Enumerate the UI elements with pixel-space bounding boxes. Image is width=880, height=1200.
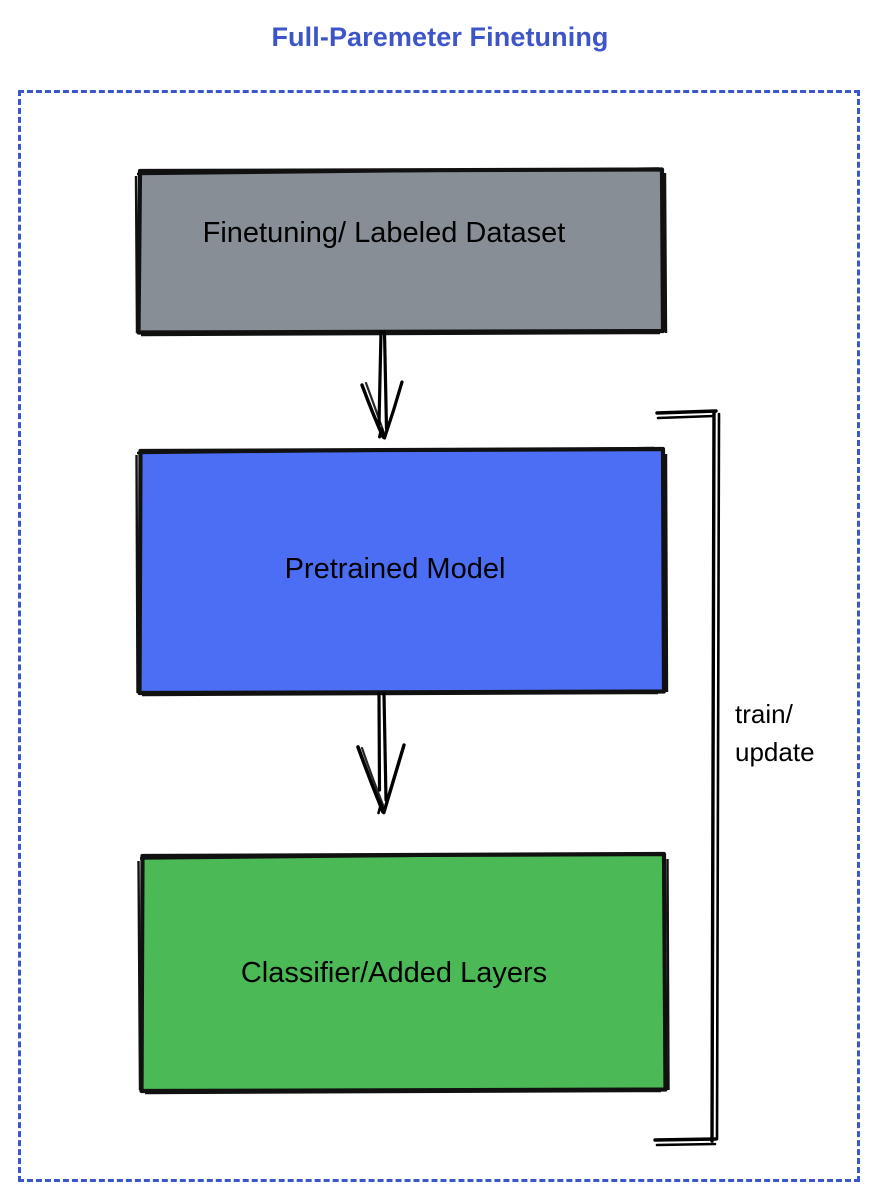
node-pretrained[interactable]: Pretrained Model [135,446,669,697]
node-pretrained-shape [135,446,669,697]
feedback-loop-label: train/ update [735,699,815,767]
node-classifier-shape [137,851,670,1095]
node-classifier[interactable]: Classifier/Added Layers [137,851,670,1095]
node-pretrained-label: Pretrained Model [284,553,506,585]
page-title: Full-Paremeter Finetuning [271,22,609,52]
node-dataset-shape [134,167,668,337]
node-dataset[interactable]: Finetuning/ Labeled Dataset [134,167,668,337]
diagram-outer-frame [18,90,860,1182]
node-classifier-label: Classifier/Added Layers [240,956,548,989]
node-dataset-label: Finetuning/ Labeled Dataset [202,217,566,249]
